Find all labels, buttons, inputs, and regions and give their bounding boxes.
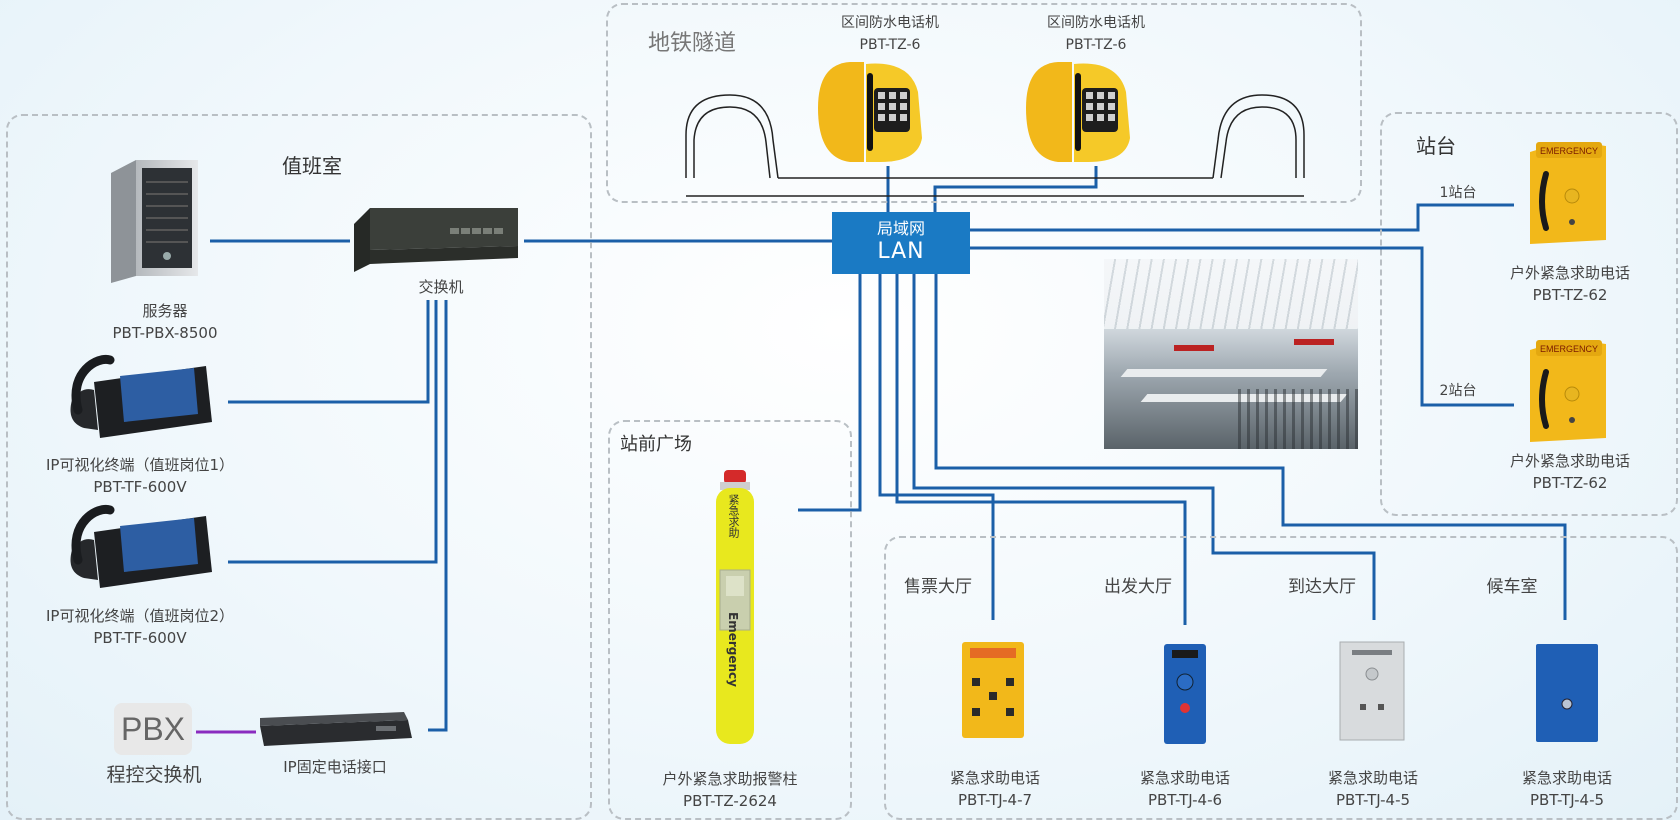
platform-2-tag: 2站台 — [1439, 383, 1477, 399]
waterproof-phone-icon — [818, 62, 922, 162]
server-label: 服务器 PBT-PBX-8500 — [90, 300, 240, 344]
switch-label: 交换机 — [418, 278, 464, 296]
help-phone-icon — [962, 642, 1024, 738]
server-name: 服务器 — [142, 302, 188, 320]
hall-ticket-name: 紧急求助电话 — [949, 769, 1040, 787]
tunnel-phone-1-model: PBT-TZ-6 — [859, 37, 921, 53]
zone-title-duty-room: 值班室 — [282, 154, 342, 178]
zone-halls — [884, 536, 1678, 820]
wire-switch-terminal2 — [228, 300, 438, 564]
platform-phone-2-name: 户外紧急求助电话 — [1509, 452, 1630, 470]
platform-1-tag: 1站台 — [1439, 185, 1477, 201]
video-phone-icon — [70, 354, 212, 438]
ip-terminal-2-label: IP可视化终端（值班岗位2） PBT-TF-600V — [20, 605, 260, 649]
ip-terminal-2-name: IP可视化终端（值班岗位2） — [45, 607, 234, 625]
ip-terminal-1-model: PBT-TF-600V — [93, 478, 187, 496]
station-hall-photo — [1104, 259, 1358, 449]
alarm-column-text-cn: 紧急求助 — [727, 494, 740, 538]
tunnel-phone-2-label: 区间防水电话机 PBT-TZ-6 — [996, 12, 1196, 56]
ip-terminal-2-model: PBT-TF-600V — [93, 629, 187, 647]
tunnel-phone-2-model: PBT-TZ-6 — [1065, 37, 1127, 53]
platform-phone-1-model: PBT-TZ-62 — [1532, 286, 1608, 304]
help-phone-icon — [1339, 641, 1405, 741]
waiting-room-model: PBT-TJ-4-5 — [1529, 791, 1605, 809]
alarm-column-text-en: Emergency — [726, 612, 740, 687]
emergency-text-icon: EMERGENCY — [1540, 146, 1598, 156]
ip-terminal-1-label: IP可视化终端（值班岗位1） PBT-TF-600V — [20, 454, 260, 498]
zone-platform — [1380, 112, 1678, 516]
ip-fixed-interface-label: IP固定电话接口 — [283, 758, 387, 776]
help-phone-icon — [1536, 644, 1598, 742]
zone-station-front-plaza — [608, 420, 852, 820]
hall-ticket-location: 售票大厅 — [904, 577, 972, 597]
platform-phone-1-name: 户外紧急求助电话 — [1509, 264, 1630, 282]
wire-lan-alarm-column — [798, 274, 862, 512]
tunnel-phone-1-label: 区间防水电话机 PBT-TZ-6 — [790, 12, 990, 56]
hall-departure-location: 出发大厅 — [1104, 577, 1172, 597]
server-icon — [111, 160, 198, 283]
emergency-text-icon: EMERGENCY — [1540, 344, 1598, 354]
tunnel-arches-icon — [685, 94, 1305, 197]
hall-arrival-location: 到达大厅 — [1288, 577, 1356, 597]
rack-interface-icon — [260, 712, 412, 746]
zone-subway-tunnel — [606, 3, 1362, 203]
platform-phone-1-label: 户外紧急求助电话 PBT-TZ-62 — [1480, 262, 1660, 306]
platform-phone-2-model: PBT-TZ-62 — [1532, 474, 1608, 492]
lan-label-cn: 局域网 — [876, 219, 925, 238]
video-phone-icon — [70, 504, 212, 588]
wire-lan-platform2 — [970, 246, 1514, 407]
alarm-column-icon — [716, 470, 754, 744]
waiting-room-location: 候车室 — [1486, 577, 1538, 597]
alarm-column-label: 户外紧急求助报警柱 PBT-TZ-2624 — [630, 768, 830, 812]
ip-terminal-1-name: IP可视化终端（值班岗位1） — [45, 456, 234, 474]
zone-duty-room — [6, 114, 592, 820]
emergency-phone-icon: EMERGENCY — [1530, 142, 1606, 244]
wire-lan-waiting-room — [934, 274, 1567, 620]
hall-arrival-name: 紧急求助电话 — [1327, 769, 1418, 787]
wire-switch-terminal1 — [228, 300, 430, 404]
hall-ticket-label: 紧急求助电话 PBT-TJ-4-7 — [920, 767, 1070, 811]
server-model: PBT-PBX-8500 — [112, 324, 218, 342]
wire-switch-interface — [428, 300, 448, 732]
waterproof-phone-icon — [1026, 62, 1130, 162]
zone-title-station-front-plaza: 站前广场 — [620, 434, 692, 455]
zone-title-subway-tunnel: 地铁隧道 — [648, 31, 737, 56]
help-phone-icon — [1164, 644, 1206, 744]
alarm-column-model: PBT-TZ-2624 — [683, 792, 777, 810]
hall-departure-label: 紧急求助电话 PBT-TJ-4-6 — [1110, 767, 1260, 811]
zone-title-platform: 站台 — [1416, 134, 1456, 158]
alarm-column-name: 户外紧急求助报警柱 — [662, 770, 798, 788]
waiting-room-label: 紧急求助电话 PBT-TJ-4-5 — [1492, 767, 1642, 811]
wire-lan-platform1 — [970, 203, 1514, 232]
switch-icon — [354, 208, 518, 272]
waiting-room-name: 紧急求助电话 — [1521, 769, 1612, 787]
wire-lan-ticket-hall — [878, 274, 995, 620]
hall-arrival-model: PBT-TJ-4-5 — [1335, 791, 1411, 809]
tunnel-phone-1-name: 区间防水电话机 — [841, 15, 939, 31]
wire-tunnel2-lan — [933, 166, 1098, 212]
emergency-phone-icon: EMERGENCY — [1530, 340, 1606, 442]
tunnel-phone-2-name: 区间防水电话机 — [1047, 15, 1145, 31]
hall-ticket-model: PBT-TJ-4-7 — [957, 791, 1033, 809]
wire-lan-departure-hall — [895, 274, 1187, 625]
hall-arrival-label: 紧急求助电话 PBT-TJ-4-5 — [1298, 767, 1448, 811]
hall-departure-model: PBT-TJ-4-6 — [1147, 791, 1223, 809]
pbx-label: 程控交换机 — [106, 764, 202, 786]
lan-hub: 局域网 LAN — [832, 212, 970, 274]
pbx-icon: PBX — [114, 703, 192, 755]
lan-label-en: LAN — [877, 239, 925, 264]
hall-departure-name: 紧急求助电话 — [1139, 769, 1230, 787]
wire-lan-arrival-hall — [912, 274, 1376, 620]
platform-phone-2-label: 户外紧急求助电话 PBT-TZ-62 — [1480, 450, 1660, 494]
